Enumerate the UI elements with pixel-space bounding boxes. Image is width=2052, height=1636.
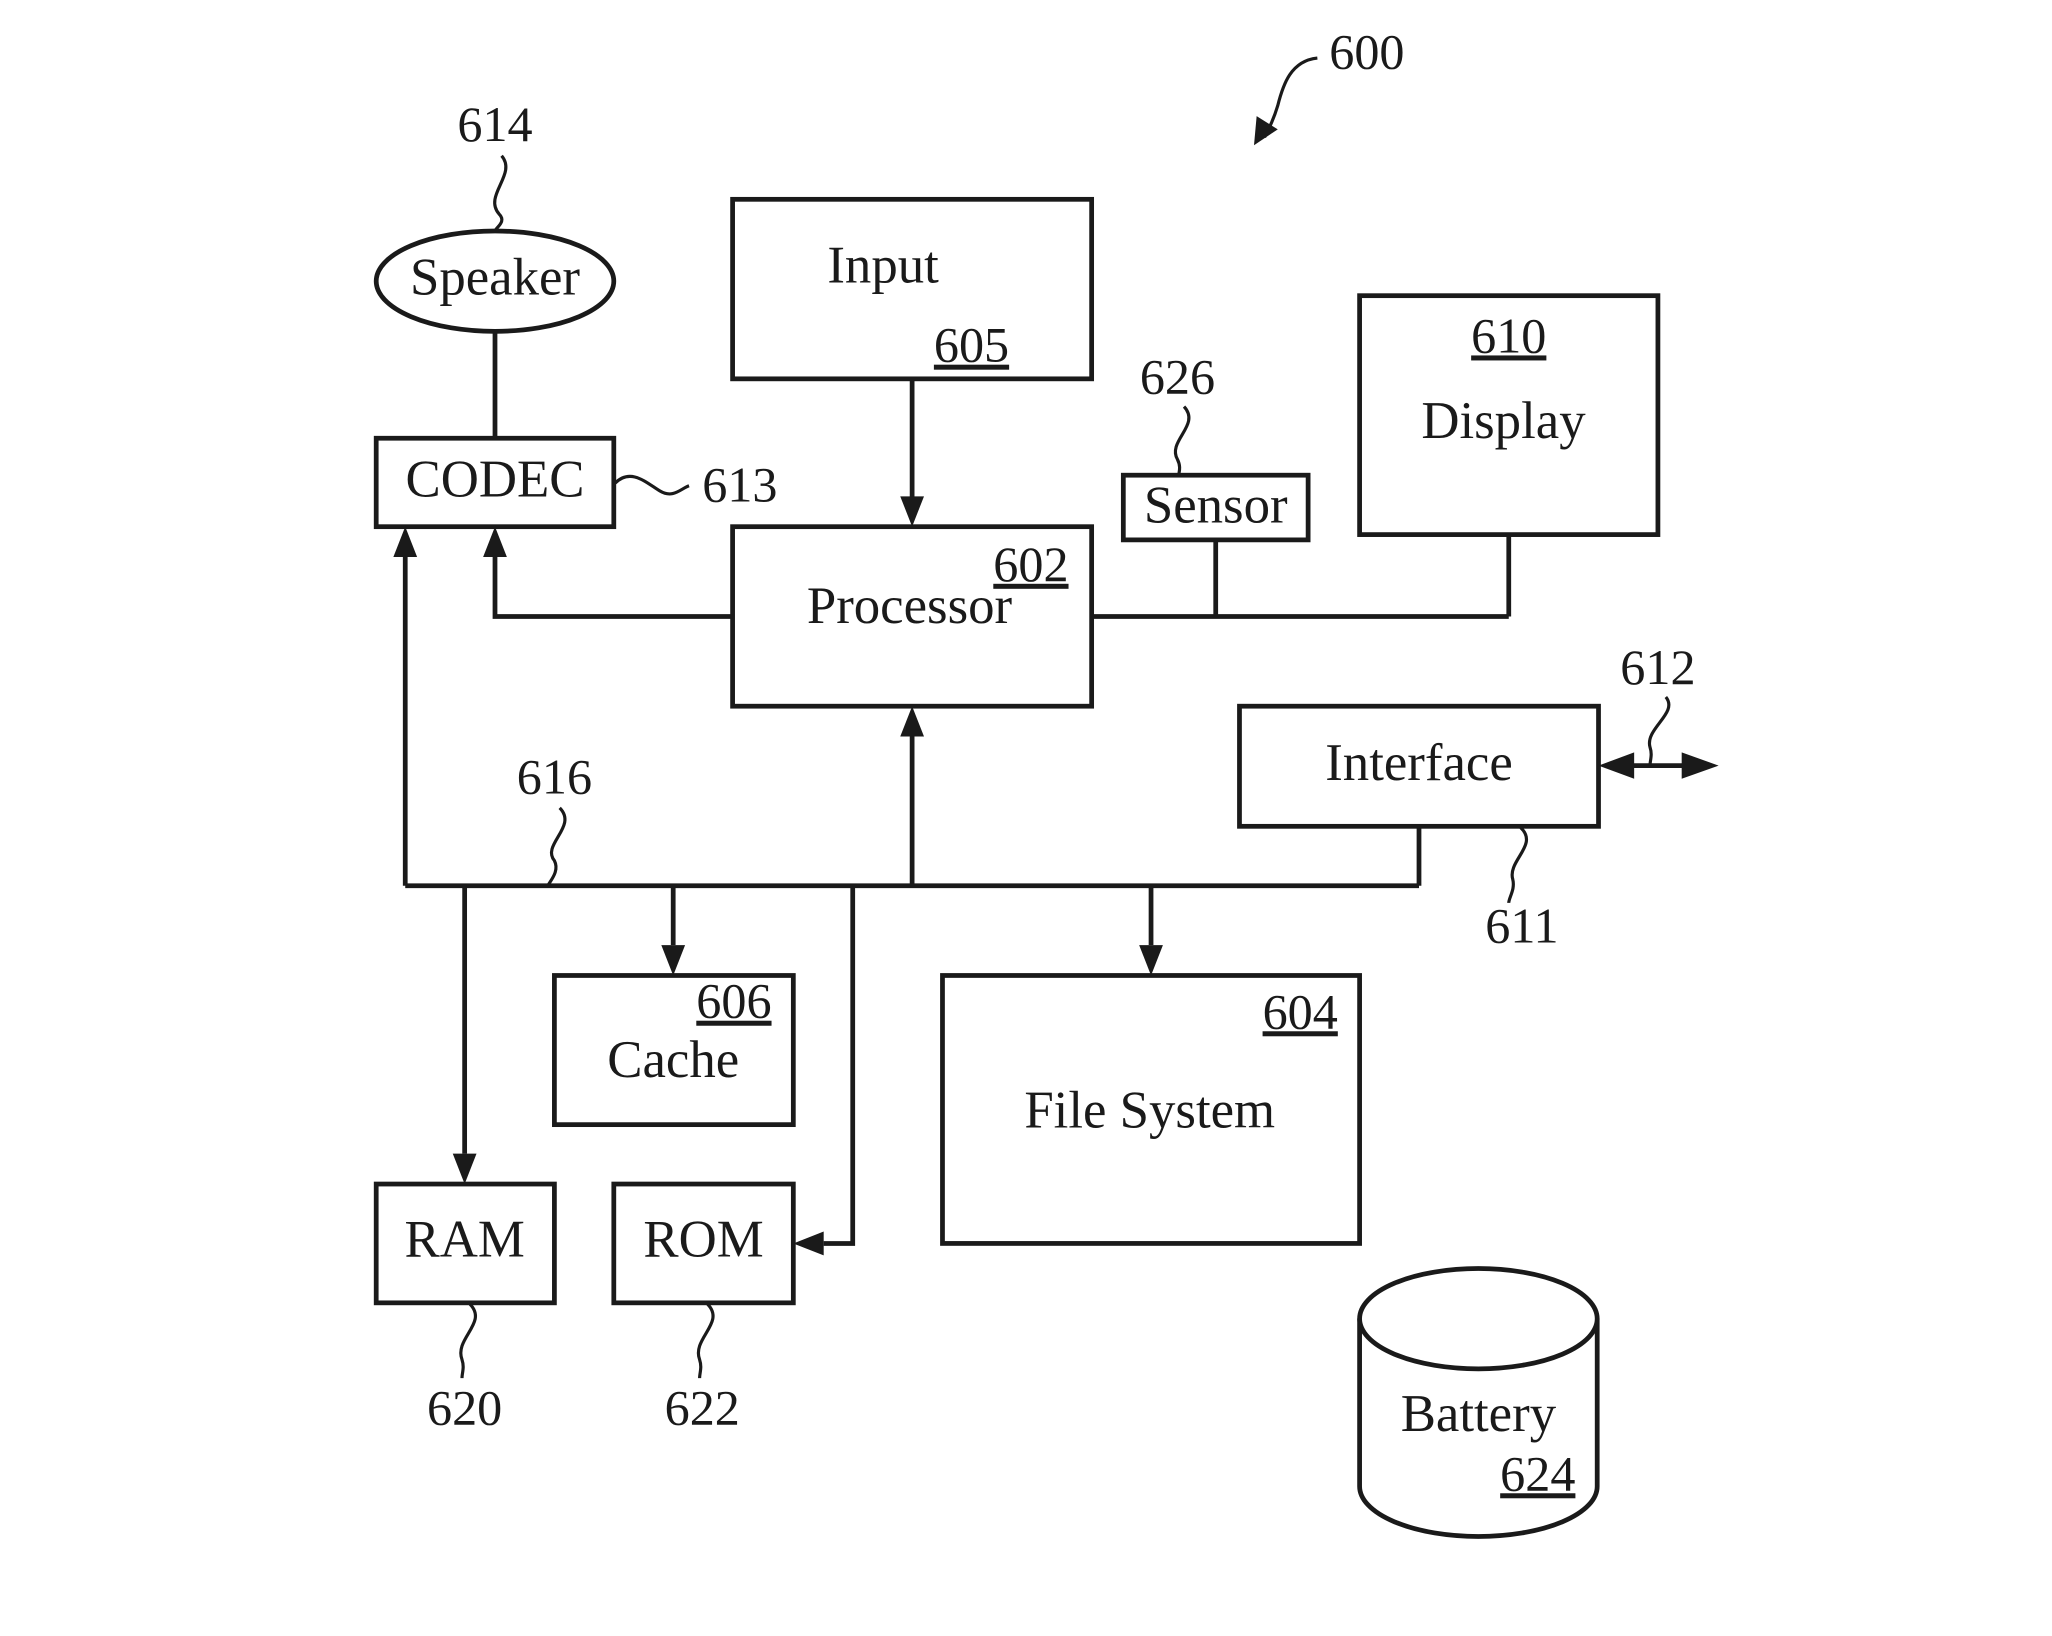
sensor-box [1120, 472, 1311, 543]
battery-cylinder-body [1357, 1318, 1600, 1539]
ram-ref: 620 [427, 1379, 502, 1435]
processor-block: Processor 602 [730, 524, 1095, 709]
filesystem-box [940, 973, 1362, 1246]
sensor-leader [1173, 405, 1191, 476]
processor-ref: 602 [993, 536, 1068, 592]
system-bus: 616 [393, 526, 1422, 889]
bus-processor-arrowhead [900, 706, 925, 737]
processor-box [730, 524, 1095, 709]
speaker-ref: 614 [457, 96, 532, 152]
processor-codec-line [492, 557, 733, 619]
bus-filesystem-arrowhead [1139, 945, 1163, 976]
sensor-ref: 626 [1140, 348, 1215, 404]
input-ref: 605 [934, 317, 1009, 373]
external-link: 612 [1598, 639, 1719, 779]
interface-block: Interface 611 [1237, 703, 1601, 953]
input-label: Input [827, 236, 939, 294]
cache-ref: 606 [696, 973, 771, 1029]
speaker-label: Speaker [410, 248, 580, 306]
filesystem-label: File System [1024, 1081, 1275, 1139]
battery-label: Battery [1401, 1385, 1557, 1443]
codec-leader [614, 474, 690, 496]
sensor-block: Sensor 626 [1120, 348, 1311, 543]
figure-ref-leader [1263, 56, 1318, 138]
external-link-arrowhead-left [1598, 752, 1635, 779]
bus-leader [546, 806, 567, 887]
filesystem-block: 604 File System [940, 973, 1362, 1246]
battery-cylinder-top [1357, 1266, 1600, 1372]
codec-box [373, 435, 617, 530]
bus-rom-arrowhead [793, 1231, 824, 1256]
bus-ref: 616 [517, 748, 592, 804]
speaker-block: Speaker 614 [373, 96, 617, 334]
rom-label: ROM [643, 1211, 763, 1269]
figure-reference: 600 [1254, 24, 1404, 146]
display-box [1357, 293, 1661, 537]
rom-leader [696, 1303, 715, 1379]
rom-ref: 622 [665, 1379, 740, 1435]
interface-ref: 611 [1485, 897, 1558, 953]
cache-block: 606 Cache [552, 973, 796, 1128]
bus-ram-arrowhead [452, 1153, 477, 1185]
interface-label: Interface [1325, 734, 1513, 792]
bus-cache-arrowhead [661, 945, 686, 976]
external-link-leader [1648, 695, 1671, 766]
display-ref: 610 [1471, 307, 1546, 363]
ram-box [373, 1181, 557, 1306]
bus-rom-line [823, 885, 856, 1246]
external-link-arrowhead-right [1681, 752, 1719, 779]
display-block: 610 Display [1357, 293, 1661, 537]
codec-ref: 613 [702, 457, 777, 513]
ram-block: RAM 620 [373, 1181, 557, 1435]
codec-block: CODEC 613 [373, 435, 777, 530]
rom-block: ROM 622 [611, 1181, 796, 1435]
input-processor-arrowhead [900, 496, 925, 527]
cache-box [552, 973, 796, 1128]
battery-ref: 624 [1500, 1445, 1575, 1501]
figure-ref-arrowhead [1254, 116, 1278, 146]
display-label: Display [1421, 392, 1586, 450]
processor-codec-arrowhead [483, 526, 507, 558]
interface-box [1237, 703, 1601, 829]
ram-label: RAM [404, 1211, 524, 1269]
sensor-label: Sensor [1144, 477, 1288, 535]
battery-block: Battery 624 [1357, 1266, 1600, 1539]
bus-codec-arrowhead [393, 526, 418, 558]
figure-ref-label: 600 [1329, 24, 1404, 80]
codec-label: CODEC [406, 450, 585, 508]
input-block: Input 605 [730, 196, 1095, 382]
filesystem-ref: 604 [1263, 983, 1338, 1039]
interface-leader [1507, 826, 1529, 904]
cache-label: Cache [607, 1031, 739, 1089]
speaker-leader [493, 154, 508, 232]
rom-box [611, 1181, 796, 1306]
processor-label: Processor [807, 577, 1013, 635]
ram-leader [459, 1303, 478, 1379]
external-link-ref: 612 [1620, 639, 1695, 695]
